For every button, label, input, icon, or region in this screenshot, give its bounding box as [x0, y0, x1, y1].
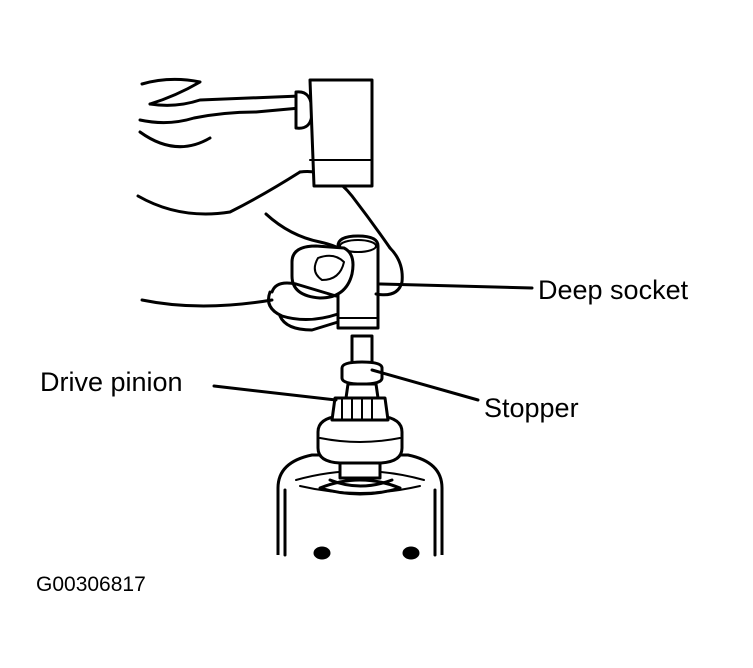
stopper-leader-line [370, 368, 480, 402]
deep-socket-label: Deep socket [538, 275, 689, 305]
drive-pinion-gear [316, 396, 404, 488]
drive-pinion-label: Drive pinion [40, 367, 183, 397]
hammer [138, 77, 374, 188]
figure-code: G00306817 [36, 573, 146, 596]
hand [136, 170, 404, 332]
drive-pinion-leader-line [212, 384, 338, 402]
pinion-shaft-and-stopper [340, 334, 384, 400]
deep-socket-leader-line [378, 282, 534, 290]
stopper-label: Stopper [484, 393, 579, 423]
